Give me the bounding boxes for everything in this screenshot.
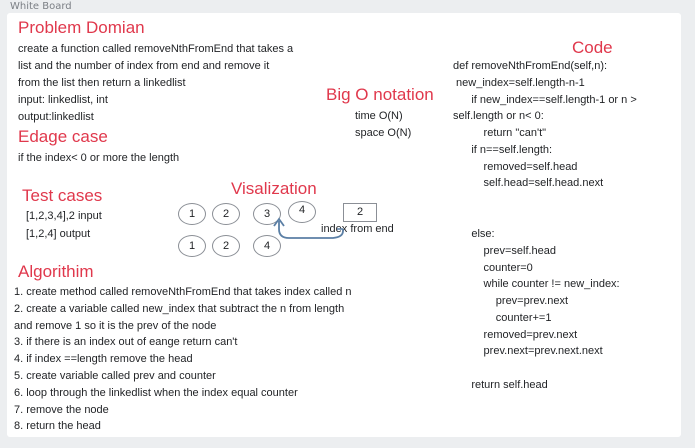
code-heading: Code (572, 38, 613, 57)
algorithm-step: 3. if there is an index out of eange ret… (14, 336, 238, 348)
code-line: if n==self.length: (453, 144, 553, 156)
pointer-arrow (273, 217, 344, 239)
code-line: removed=prev.next (453, 329, 578, 341)
algorithm-step: and remove 1 so it is the prev of the no… (14, 320, 217, 332)
edge-line: if the index< 0 or more the length (18, 152, 180, 164)
code-line: self.length or n< 0: (453, 110, 544, 122)
code-line: else: (453, 228, 495, 240)
algorithm-step: 7. remove the node (14, 404, 109, 416)
algorithm-step: 6. loop through the linkedlist when the … (14, 387, 298, 399)
test-line: [1,2,4] output (26, 228, 91, 240)
code-line: new_index=self.length-n-1 (453, 77, 585, 89)
code-line: if new_index==self.length-1 or n > (453, 94, 637, 106)
problem-line: list and the number of index from end an… (18, 60, 270, 72)
visualization-heading: Visalization (231, 179, 317, 198)
code-line: removed=self.head (453, 161, 578, 173)
code-line: counter=0 (453, 262, 533, 274)
node-circle: 1 (178, 235, 206, 257)
code-line: return "can't" (453, 127, 547, 139)
code-line: self.head=self.head.next (453, 177, 604, 189)
bigo-line: time O(N) (355, 110, 403, 122)
node-circle: 4 (253, 235, 281, 257)
node-circle: 1 (178, 203, 206, 225)
algorithm-step: 2. create a variable called new_index th… (14, 303, 345, 315)
problem-heading: Problem Domian (18, 18, 145, 37)
code-line: counter+=1 (453, 312, 552, 324)
bigo-heading: Big O notation (326, 85, 434, 104)
whiteboard-canvas[interactable]: Problem Domian create a function called … (7, 13, 681, 437)
window-title: White Board (10, 1, 72, 12)
edge-heading: Edage case (18, 127, 108, 146)
test-line: [1,2,3,4],2 input (26, 210, 102, 222)
algorithm-step: 4. if index ==length remove the head (14, 353, 193, 365)
code-line: prev=self.head (453, 245, 557, 257)
problem-line: from the list then return a linkedlist (18, 77, 186, 89)
algorithm-step: 8. return the head (14, 420, 101, 432)
problem-line: create a function called removeNthFromEn… (18, 43, 294, 55)
node-circle: 3 (253, 203, 281, 225)
node-circle: 2 (212, 203, 240, 225)
algorithm-step: 5. create variable called prev and count… (14, 370, 216, 382)
code-line: prev=prev.next (453, 295, 569, 307)
algorithm-heading: Algorithim (18, 262, 94, 281)
problem-line: input: linkedlist, int (18, 94, 108, 106)
index-box: 2 (343, 203, 377, 222)
problem-line: output:linkedlist (18, 111, 94, 123)
node-circle: 2 (212, 235, 240, 257)
code-line: return self.head (453, 379, 548, 391)
code-line: while counter != new_index: (453, 278, 620, 290)
node-circle: 4 (288, 201, 316, 223)
bigo-line: space O(N) (355, 127, 412, 139)
code-line: def removeNthFromEnd(self,n): (453, 60, 608, 72)
tests-heading: Test cases (22, 186, 103, 205)
code-line: prev.next=prev.next.next (453, 345, 603, 357)
algorithm-step: 1. create method called removeNthFromEnd… (14, 286, 352, 298)
index-label: index from end (321, 223, 394, 235)
